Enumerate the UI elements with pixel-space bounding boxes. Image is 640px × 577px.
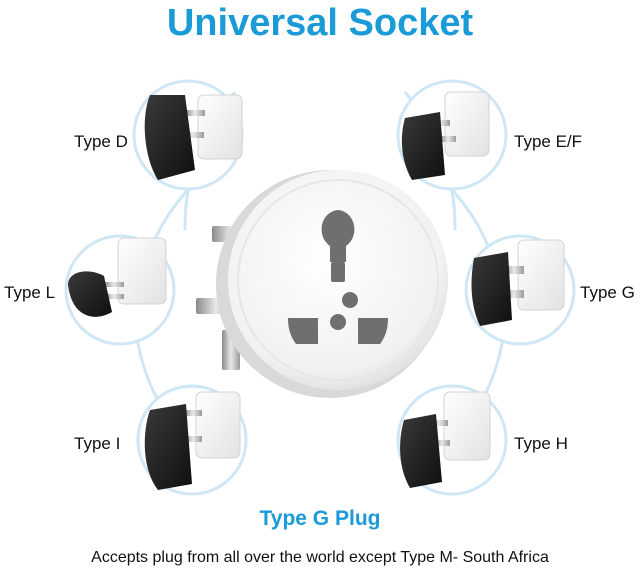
label-type-g: Type G: [580, 283, 635, 302]
label-type-ef: Type E/F: [514, 132, 583, 151]
thumbnail-type-g: [464, 234, 576, 346]
page-title: Universal Socket: [166, 2, 474, 44]
label-type-l: Type L: [4, 283, 56, 302]
label-type-h: Type H: [514, 434, 568, 453]
thumbnail-type-ef: [396, 79, 508, 191]
label-type-d: Type D: [74, 132, 128, 151]
socket-holes: [288, 210, 388, 344]
product-subtitle: Type G Plug: [259, 507, 381, 530]
thumbnail-type-h: [396, 384, 508, 496]
thumbnail-type-l: [64, 234, 176, 346]
thumbnail-type-d: [132, 79, 244, 191]
compatibility-caption: Accepts plug from all over the world exc…: [91, 549, 549, 566]
label-type-i: Type I: [74, 434, 121, 453]
thumbnail-type-i: [136, 384, 248, 496]
universal-adapter: [196, 170, 448, 398]
